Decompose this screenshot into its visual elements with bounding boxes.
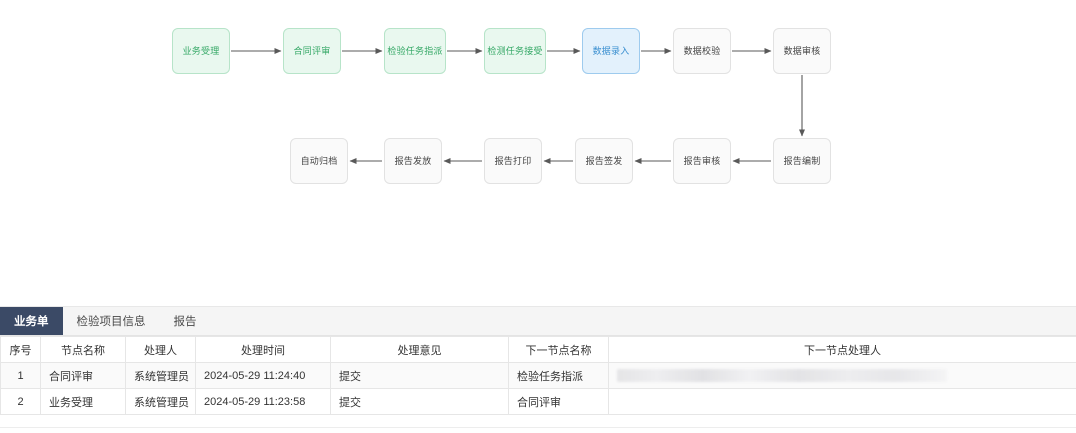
- flow-node-label: 报告签发: [585, 155, 623, 166]
- flow-node-label: 合同评审: [293, 45, 331, 56]
- flow-node-label: 检验任务指派: [387, 45, 443, 56]
- column-header-time: 处理时间: [195, 336, 331, 363]
- cell-handler: 系统管理员: [125, 362, 196, 389]
- workflow-connectors: [231, 48, 805, 164]
- cell-time: 2024-05-29 11:23:58: [195, 388, 331, 415]
- flow-node-label: 报告打印: [494, 155, 532, 166]
- tab-3[interactable]: 报告: [173, 316, 197, 328]
- column-header-next_owner: 下一节点处理人: [608, 336, 1076, 363]
- column-header-handler: 处理人: [125, 336, 196, 363]
- column-header-next_node: 下一节点名称: [508, 336, 609, 363]
- flow-node-label: 业务受理: [182, 45, 220, 56]
- flow-node-n9[interactable]: 报告审核: [673, 138, 731, 184]
- table-header: 序号节点名称处理人处理时间处理意见下一节点名称下一节点处理人: [0, 336, 1076, 363]
- flow-node-label: 数据审核: [783, 45, 821, 56]
- flow-node-label: 自动归档: [300, 155, 338, 166]
- cell-next_node: 合同评审: [508, 388, 609, 415]
- cell-node: 合同评审: [40, 362, 126, 389]
- redacted-value: [617, 369, 947, 382]
- flow-node-n1[interactable]: 业务受理: [172, 28, 230, 74]
- cell-idx: 2: [0, 388, 41, 415]
- flow-node-n5[interactable]: 数据录入: [582, 28, 640, 74]
- flow-node-n2[interactable]: 合同评审: [283, 28, 341, 74]
- flow-node-label: 报告发放: [394, 155, 432, 166]
- flow-node-n13[interactable]: 自动归档: [290, 138, 348, 184]
- flow-node-label: 数据录入: [592, 45, 630, 56]
- column-header-idx: 序号: [0, 336, 41, 363]
- cell-idx: 1: [0, 362, 41, 389]
- tab-2[interactable]: 检验项目信息: [76, 316, 146, 328]
- column-header-opinion: 处理意见: [330, 336, 509, 363]
- flow-node-n3[interactable]: 检验任务指派: [384, 28, 446, 74]
- workflow-diagram: 业务受理 合同评审 检验任务指派 检测任务接受 数据录入 数据校验 数据审核报告编制 报告审核…: [172, 28, 831, 184]
- flow-node-n11[interactable]: 报告打印: [484, 138, 542, 184]
- cell-opinion: 提交: [330, 362, 509, 389]
- flow-node-label: 报告审核: [683, 155, 721, 166]
- flow-node-n7[interactable]: 数据审核: [773, 28, 831, 74]
- flow-node-n10[interactable]: 报告签发: [575, 138, 633, 184]
- flow-node-label: 数据校验: [683, 45, 721, 56]
- flow-node-n6[interactable]: 数据校验: [673, 28, 731, 74]
- cell-node: 业务受理: [40, 388, 126, 415]
- cell-opinion: 提交: [330, 388, 509, 415]
- table-header-row: 序号节点名称处理人处理时间处理意见下一节点名称下一节点处理人: [0, 336, 1076, 363]
- flow-node-n4[interactable]: 检测任务接受: [484, 28, 546, 74]
- tab-1[interactable]: 业务单: [0, 307, 63, 335]
- flow-node-n8[interactable]: 报告编制: [773, 138, 831, 184]
- cell-next_node: 检验任务指派: [508, 362, 609, 389]
- flow-node-n12[interactable]: 报告发放: [384, 138, 442, 184]
- cell-next_owner: [608, 388, 1076, 415]
- cell-time: 2024-05-29 11:24:40: [195, 362, 331, 389]
- cell-next_owner: [608, 362, 1076, 389]
- flow-node-label: 检测任务接受: [487, 45, 543, 56]
- flow-node-label: 报告编制: [783, 155, 821, 166]
- tab-bar: 业务单 检验项目信息 报告: [0, 306, 1076, 336]
- column-header-node: 节点名称: [40, 336, 126, 363]
- cell-handler: 系统管理员: [125, 388, 196, 415]
- bottom-divider: [0, 427, 1076, 428]
